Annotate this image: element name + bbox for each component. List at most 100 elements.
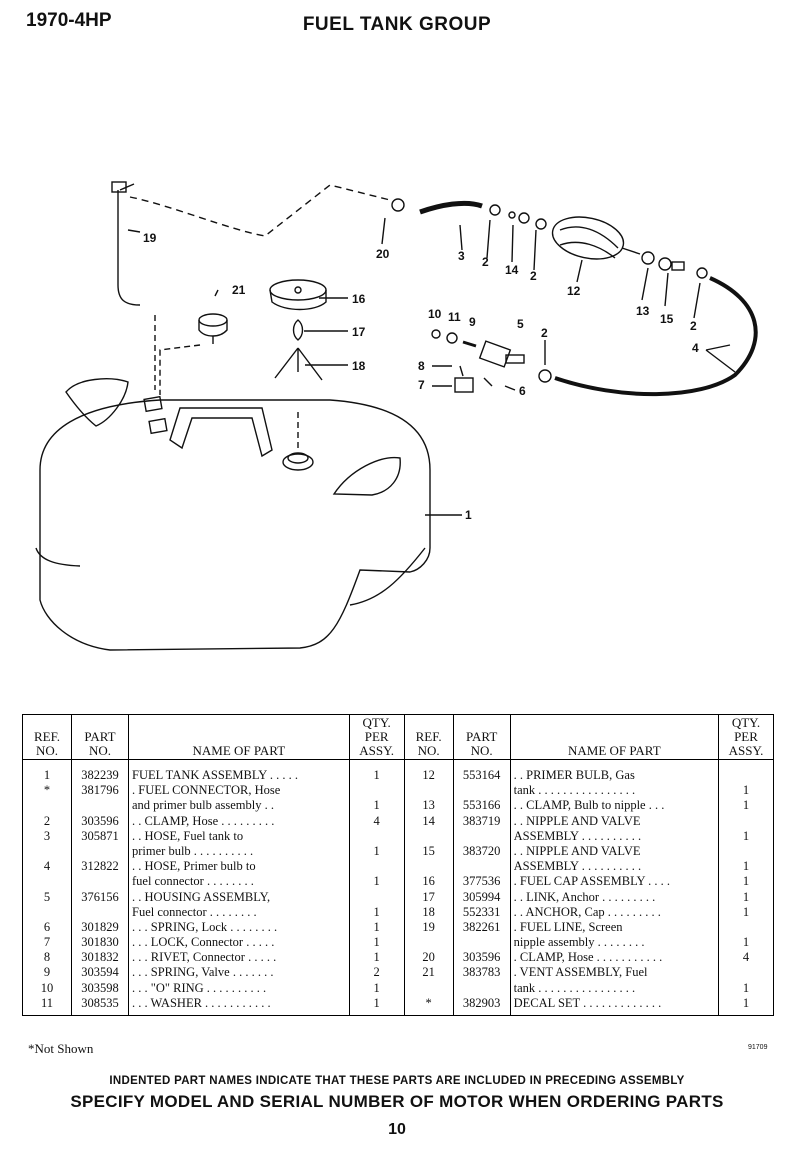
callout-3: 3: [458, 249, 465, 263]
primer-bulb: [551, 216, 625, 260]
table-cell: tank . . . . . . . . . . . . . . . .: [513, 783, 636, 798]
table-cell: 381796: [81, 783, 119, 798]
table-cell: . FUEL CAP ASSEMBLY . . . .: [513, 874, 671, 889]
callout-8: 8: [418, 359, 425, 373]
callout-9: 9: [469, 315, 476, 329]
table-cell: 1: [742, 980, 750, 995]
table-cell: 13: [422, 798, 435, 813]
table-cell: . . . SPRING, Lock . . . . . . . .: [132, 919, 278, 934]
table-cell: 1: [43, 768, 51, 782]
table-cell: 5: [43, 889, 51, 904]
callout-18: 18: [352, 359, 366, 373]
table-cell: . VENT ASSEMBLY, Fuel: [513, 965, 648, 980]
table-cell: . . CLAMP, Hose . . . . . . . . .: [132, 813, 275, 828]
table-cell: [457, 981, 507, 996]
table-cell: [457, 935, 507, 950]
table-cell: primer bulb . . . . . . . . . .: [132, 843, 254, 858]
page-number: 10: [388, 1121, 406, 1138]
hose-clamp: [391, 198, 405, 212]
table-cell: . . HOUSING ASSEMBLY,: [132, 889, 271, 904]
tank-handle: [169, 407, 273, 458]
table-cell: 4: [43, 859, 51, 874]
table-cell: 1: [373, 980, 380, 995]
callout-12: 12: [567, 284, 581, 298]
callout-4: 4: [692, 341, 699, 355]
table-cell: 301832: [81, 950, 119, 965]
callout-5: 5: [517, 317, 524, 331]
table-cell: [75, 874, 125, 889]
table-cell: . . . LOCK, Connector . . . . .: [132, 935, 275, 950]
callout-2: 2: [482, 255, 489, 269]
table-cell: . . HOSE, Fuel tank to: [132, 828, 244, 843]
table-cell: . . . "O" RING . . . . . . . . . .: [132, 980, 267, 995]
table-cell: [353, 829, 401, 844]
fuel-cap: [269, 279, 327, 301]
callout-10: 10: [428, 307, 442, 321]
right-name-column: . . PRIMER BULB, Gas tank . . . . . . . …: [509, 759, 720, 1016]
footnote: *Not Shown: [28, 1041, 94, 1056]
table-cell: 12: [422, 768, 435, 782]
callout-6: 6: [519, 384, 526, 398]
tank-right-scoop: [332, 456, 401, 496]
table-cell: *: [43, 783, 51, 798]
table-cell: 382261: [462, 919, 501, 934]
table-cell: . CLAMP, Hose . . . . . . . . . . .: [513, 950, 663, 965]
table-cell: 553164: [462, 768, 501, 782]
table-cell: 1: [373, 904, 380, 919]
table-cell: 303596: [462, 950, 501, 965]
table-cell: [722, 920, 770, 935]
callout-15: 15: [660, 312, 674, 326]
table-cell: . . NIPPLE AND VALVE: [513, 843, 641, 858]
callout-2c: 2: [690, 319, 697, 333]
table-cell: [457, 783, 507, 798]
callout-20: 20: [376, 247, 390, 261]
hose-bulb-to-connector: [554, 276, 758, 397]
table-cell: 1: [742, 828, 750, 843]
table-cell: 1: [373, 768, 380, 782]
callout-7: 7: [418, 378, 425, 392]
table-cell: [408, 829, 450, 844]
table-cell: and primer bulb assembly . .: [132, 798, 274, 813]
fuel-line: [117, 190, 141, 306]
table-cell: . FUEL LINE, Screen: [513, 919, 623, 934]
table-cell: 4: [373, 813, 380, 828]
indented-parts-note: INDENTED PART NAMES INDICATE THAT THESE …: [109, 1075, 685, 1087]
table-cell: FUEL TANK ASSEMBLY . . . . .: [132, 768, 299, 782]
table-cell: 1: [373, 995, 380, 1010]
table-cell: 552331: [462, 904, 501, 919]
table-cell: 376156: [81, 889, 119, 904]
table-cell: 14: [422, 813, 435, 828]
table-cell: [457, 829, 507, 844]
table-cell: tank . . . . . . . . . . . . . . . .: [513, 980, 636, 995]
table-cell: 1: [373, 843, 380, 858]
callout-16: 16: [352, 292, 366, 306]
table-cell: [353, 783, 401, 798]
tank-left-scoop: [65, 378, 129, 427]
callout-17: 17: [352, 325, 366, 339]
ref-no-header-right: REF.NO.: [403, 714, 454, 760]
table-cell: 11: [40, 995, 54, 1010]
table-cell: 1: [742, 859, 750, 874]
table-cell: [26, 905, 68, 920]
page-title: FUEL TANK GROUP: [302, 14, 492, 35]
table-cell: 383719: [462, 813, 501, 828]
table-cell: [75, 905, 125, 920]
table-cell: 1: [742, 935, 750, 950]
ref-no-header: REF.NO.: [22, 714, 72, 760]
table-cell: 20: [422, 950, 435, 965]
table-cell: 8: [43, 950, 51, 965]
table-cell: 21: [422, 965, 435, 980]
table-cell: 301829: [81, 919, 119, 934]
table-cell: 382239: [81, 768, 119, 782]
anchor-link: [292, 319, 304, 341]
table-cell: [26, 798, 68, 813]
table-cell: 18: [422, 904, 435, 919]
